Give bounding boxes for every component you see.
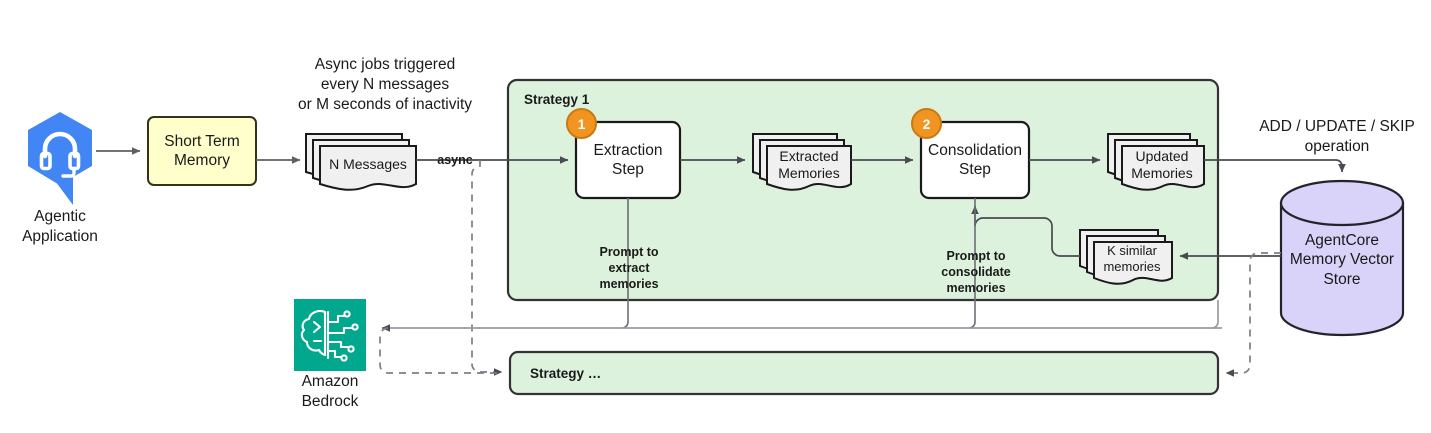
strategy-more-title: Strategy … [530,366,602,381]
strategy-1-container [506,78,1220,302]
agentic-application-icon [28,112,92,205]
vector-store-cylinder [1279,179,1405,337]
step-badge-2: 2 [911,108,942,139]
edge-k-similar-to-consolidation [971,205,1080,257]
operation-note-label: ADD / UPDATE / SKIP operation [1259,118,1415,155]
amazon-bedrock-label: Amazon Bedrock [301,373,359,410]
extracted-memories-label: Extracted Memories [778,147,840,182]
short-term-memory-label: Short Term Memory [164,132,240,169]
strategy-1-title: Strategy 1 [524,92,590,107]
n-messages-doc-stack [305,133,417,191]
edge-strategy1-bus-drop [1211,300,1219,329]
edge-async-to-strategy-more [471,160,503,376]
edge-updated-to-vector-store [1204,159,1346,173]
prompt-to-consolidate-label: Prompt to consolidate memories [941,249,1011,295]
extracted-memories-doc-stack [752,133,852,191]
vector-store-label: AgentCore Memory Vector Store [1289,231,1395,288]
edge-bedrock-to-strategy-more [379,327,502,374]
short-term-memory-box [147,116,257,186]
k-similar-memories-doc-stack [1079,229,1173,285]
async-jobs-note: Async jobs triggered every N messages or… [297,56,472,113]
updated-memories-doc-stack [1107,133,1205,191]
extraction-step-label: Extraction Step [593,141,663,178]
n-messages-label: N Messages [329,156,407,173]
prompt-to-extract-label: Prompt to extract memories [599,245,659,291]
amazon-bedrock-icon [294,299,366,371]
agentic-application-label: Agentic Application [22,208,98,245]
step-badge-1: 1 [566,108,597,139]
updated-memories-label: Updated Memories [1131,147,1193,182]
async-edge-label: async [437,153,473,167]
k-similar-memories-label: K similar memories [1103,242,1161,274]
consolidation-step-label: Consolidation Step [928,141,1022,178]
edge-vector-store-to-strategy-more [1225,252,1281,377]
strategy-more-container [508,350,1220,396]
